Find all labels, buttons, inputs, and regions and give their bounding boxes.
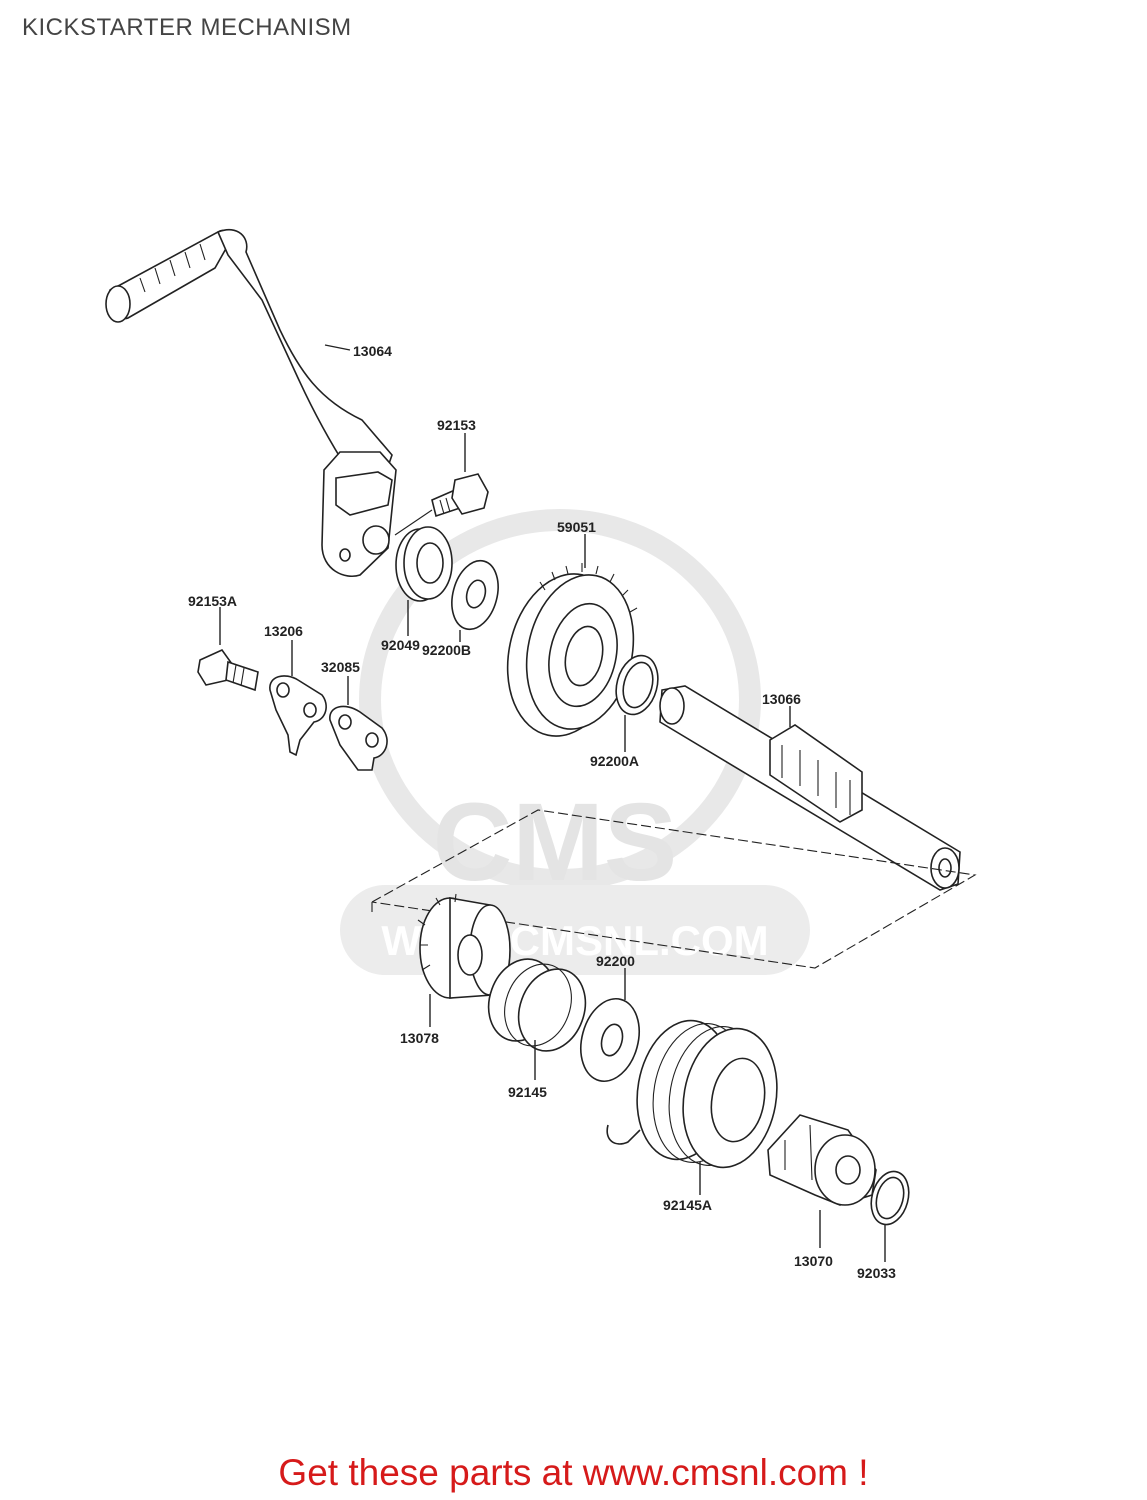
label-32085: 32085 xyxy=(321,659,360,675)
plate-13206 xyxy=(269,675,327,757)
torsion-spring-92145A xyxy=(606,1019,778,1169)
washer-92200B xyxy=(451,559,499,631)
washer-92200 xyxy=(580,997,640,1083)
assembly-frame xyxy=(371,809,977,969)
kick-shaft-13066 xyxy=(659,685,961,891)
ratchet-gear-13078 xyxy=(417,893,511,999)
label-92153A: 92153A xyxy=(188,593,237,609)
promo-footer[interactable]: Get these parts at www.cmsnl.com ! xyxy=(278,1452,869,1493)
label-92049: 92049 xyxy=(381,637,420,653)
label-59051: 59051 xyxy=(557,519,596,535)
spring-92145 xyxy=(487,958,587,1052)
bolt-92153A xyxy=(197,648,259,692)
label-92145A: 92145A xyxy=(663,1197,712,1213)
kick-lever xyxy=(105,228,397,577)
diagram-title: KICKSTARTER MECHANISM xyxy=(22,14,352,41)
kick-gear-59051 xyxy=(506,563,638,737)
bolt-92153 xyxy=(431,473,489,518)
label-92200B: 92200B xyxy=(422,642,471,658)
label-92200A: 92200A xyxy=(590,753,639,769)
label-13070: 13070 xyxy=(794,1253,833,1269)
label-13206: 13206 xyxy=(264,623,303,639)
label-13064: 13064 xyxy=(353,343,392,359)
ring-92200A xyxy=(615,654,659,716)
label-92153: 92153 xyxy=(437,417,476,433)
leader-13064 xyxy=(324,344,351,351)
oil-seal-92049 xyxy=(395,526,453,602)
guide-13070 xyxy=(767,1114,877,1206)
label-92033: 92033 xyxy=(857,1265,896,1281)
watermark-logo: CMS xyxy=(433,781,677,904)
label-13078: 13078 xyxy=(400,1030,439,1046)
label-92145: 92145 xyxy=(508,1084,547,1100)
circlip-92033 xyxy=(870,1170,910,1226)
label-92200: 92200 xyxy=(596,953,635,969)
label-13066: 13066 xyxy=(762,691,801,707)
plate-32085 xyxy=(329,705,388,771)
